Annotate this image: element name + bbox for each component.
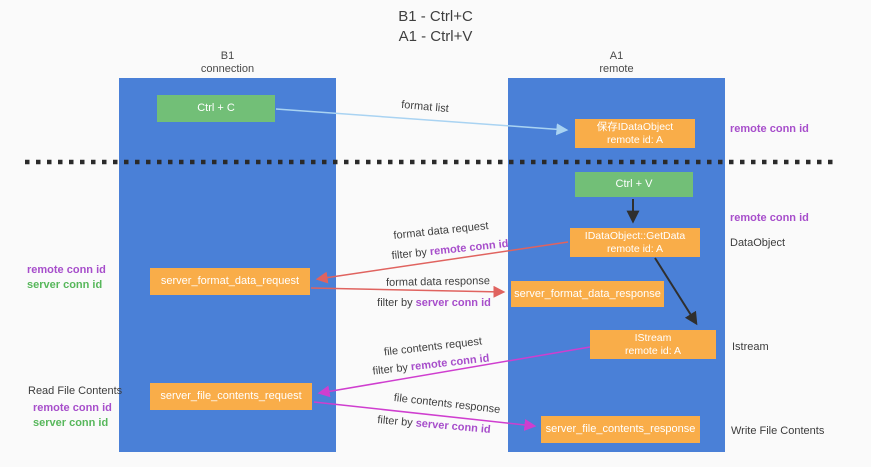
remote-conn-id-text: remote conn id	[410, 352, 490, 374]
right-remote-conn-id-top: remote conn id	[730, 123, 809, 135]
title-line-1: B1 - Ctrl+C	[398, 8, 473, 25]
server-conn-id-text: server conn id	[415, 297, 491, 309]
arrow-format-data-response	[310, 285, 506, 298]
node-server-format-data-request: server_format_data_request	[150, 268, 310, 295]
server-format-data-response-label: server_format_data_response	[514, 287, 661, 300]
server-file-contents-request-label: server_file_contents_request	[160, 390, 302, 402]
node-server-file-contents-response: server_file_contents_response	[541, 416, 700, 443]
lane-a1-name: A1	[609, 50, 624, 62]
server-format-data-request-label: server_format_data_request	[160, 275, 300, 287]
istream-line1: IStream	[634, 331, 672, 344]
lane-header-b1: B1 connection	[119, 50, 336, 76]
lane-b1-name: B1	[220, 50, 235, 62]
left-server-conn-id-top: server conn id	[27, 279, 103, 291]
lane-header-a1: A1 remote	[508, 50, 725, 76]
node-istream: IStream remote id: A	[590, 330, 716, 359]
filter-by-remote-conn-id-1: filter by remote conn id	[391, 238, 509, 262]
save-idataobject-line1: 保存IDataObject	[596, 120, 674, 133]
filter-by-server-conn-id-1: filter by server conn id	[377, 297, 491, 309]
server-conn-id-text: server conn id	[415, 417, 492, 436]
filter-by-text: filter by	[376, 414, 417, 430]
format-data-response-label: format data response	[385, 275, 491, 289]
format-data-request-label: format data request	[392, 220, 490, 242]
filter-by-text: filter by	[372, 361, 412, 378]
istream-line2: remote id: A	[624, 344, 682, 357]
node-save-idataobject: 保存IDataObject remote id: A	[575, 119, 695, 148]
left-remote-conn-id-top: remote conn id	[27, 264, 106, 276]
getdata-line1: IDataObject::GetData	[584, 229, 686, 242]
getdata-line2: remote id: A	[606, 242, 664, 255]
right-remote-conn-id-mid: remote conn id	[730, 212, 809, 224]
node-server-format-data-response: server_format_data_response	[511, 281, 664, 307]
node-ctrl-c: Ctrl + C	[157, 95, 275, 122]
diagram-title: B1 - Ctrl+C A1 - Ctrl+V	[0, 7, 871, 47]
read-file-contents-label: Read File Contents	[28, 385, 123, 397]
node-ctrl-v: Ctrl + V	[575, 172, 693, 197]
remote-conn-id-text: remote conn id	[429, 237, 509, 259]
node-idataobject-getdata: IDataObject::GetData remote id: A	[570, 228, 700, 257]
lane-a1-subtitle: remote	[599, 63, 634, 75]
title-line-2: A1 - Ctrl+V	[398, 28, 473, 45]
format-list-label: format list	[400, 98, 450, 116]
node-server-file-contents-request: server_file_contents_request	[150, 383, 312, 410]
file-contents-response-label: file contents response	[393, 391, 501, 417]
save-idataobject-line2: remote id: A	[606, 133, 664, 146]
server-file-contents-response-label: server_file_contents_response	[545, 423, 696, 435]
ctrl-v-label: Ctrl + V	[615, 178, 653, 190]
lane-b1-subtitle: connection	[200, 63, 255, 75]
dataobject-label: DataObject	[730, 237, 786, 249]
left-server-conn-id-bottom: server conn id	[33, 417, 109, 429]
istream-side-label: Istream	[732, 341, 769, 353]
filter-by-text: filter by	[377, 297, 416, 309]
left-remote-conn-id-bottom: remote conn id	[33, 402, 112, 414]
ctrl-c-label: Ctrl + C	[197, 102, 235, 114]
filter-by-server-conn-id-2: filter by server conn id	[377, 414, 491, 436]
filter-by-text: filter by	[391, 246, 431, 263]
write-file-contents-label: Write File Contents	[731, 425, 825, 437]
